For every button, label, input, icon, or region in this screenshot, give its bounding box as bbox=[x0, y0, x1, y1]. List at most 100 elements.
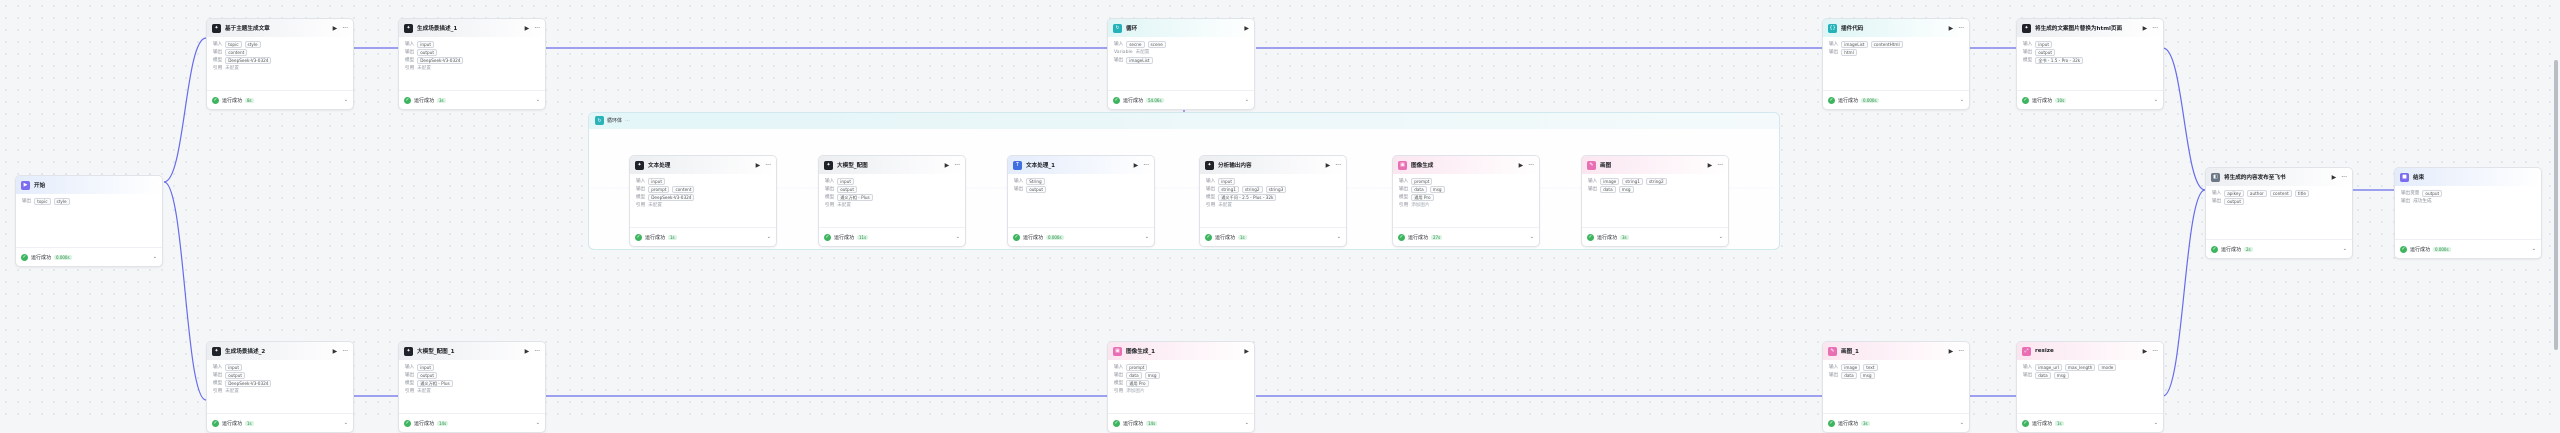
loop-body-title: ↻ 循环体 ··· bbox=[595, 116, 630, 125]
check-icon: ✓ bbox=[1828, 419, 1835, 427]
chevron-down-icon[interactable]: ⌄ bbox=[2531, 246, 2536, 252]
more-icon[interactable]: ··· bbox=[1528, 161, 1534, 169]
more-icon[interactable]: ··· bbox=[1335, 161, 1341, 169]
chevron-down-icon[interactable]: ⌄ bbox=[2153, 97, 2158, 103]
chevron-down-icon[interactable]: ⌄ bbox=[1336, 234, 1341, 240]
more-icon[interactable]: ··· bbox=[1717, 161, 1723, 169]
more-icon[interactable]: ··· bbox=[534, 24, 540, 32]
run-node-icon[interactable]: ▶ bbox=[1244, 24, 1249, 32]
chevron-down-icon[interactable]: ⌄ bbox=[1144, 234, 1149, 240]
chevron-down-icon[interactable]: ⌄ bbox=[535, 420, 540, 426]
more-icon[interactable]: ··· bbox=[1143, 161, 1149, 169]
chevron-down-icon[interactable]: ⌄ bbox=[1718, 234, 1723, 240]
chevron-down-icon[interactable]: ⌄ bbox=[1244, 420, 1249, 426]
more-icon[interactable]: ··· bbox=[342, 347, 348, 355]
vertical-scrollbar[interactable] bbox=[2554, 60, 2558, 350]
draw-icon: ✎ bbox=[1587, 160, 1596, 170]
run-node-icon[interactable]: ▶ bbox=[1948, 24, 1954, 32]
code-icon: {} bbox=[1828, 23, 1837, 33]
more-icon[interactable]: ··· bbox=[2341, 173, 2347, 181]
more-icon[interactable]: ··· bbox=[342, 24, 348, 32]
chevron-down-icon[interactable]: ⌄ bbox=[535, 97, 540, 103]
chevron-down-icon[interactable]: ⌄ bbox=[1959, 420, 1964, 426]
run-node-icon[interactable]: ▶ bbox=[1133, 161, 1139, 169]
llm-icon: ✦ bbox=[824, 160, 833, 170]
run-node-icon[interactable]: ▶ bbox=[2142, 347, 2148, 355]
check-icon: ✓ bbox=[21, 253, 28, 261]
run-node-icon[interactable]: ▶ bbox=[1518, 161, 1524, 169]
run-node-icon[interactable]: ▶ bbox=[524, 24, 530, 32]
check-icon: ✓ bbox=[2022, 96, 2029, 104]
loop-body-header bbox=[589, 113, 1779, 129]
run-node-icon[interactable]: ▶ bbox=[1244, 347, 1249, 355]
run-node-icon[interactable]: ▶ bbox=[755, 161, 761, 169]
more-icon[interactable]: ··· bbox=[954, 161, 960, 169]
chevron-down-icon[interactable]: ⌄ bbox=[955, 234, 960, 240]
more-icon[interactable]: ··· bbox=[2152, 347, 2158, 355]
chevron-down-icon[interactable]: ⌄ bbox=[1244, 97, 1249, 103]
chevron-down-icon[interactable]: ⌄ bbox=[1959, 97, 1964, 103]
chevron-down-icon[interactable]: ⌄ bbox=[2153, 420, 2158, 426]
check-icon: ✓ bbox=[404, 419, 411, 427]
more-icon[interactable]: ··· bbox=[534, 347, 540, 355]
chevron-down-icon[interactable]: ⌄ bbox=[2342, 246, 2347, 252]
loop-body-menu-icon[interactable]: ··· bbox=[625, 117, 630, 124]
run-node-icon[interactable]: ▶ bbox=[524, 347, 530, 355]
more-icon[interactable]: ··· bbox=[2152, 24, 2158, 32]
run-node-icon[interactable]: ▶ bbox=[1948, 347, 1954, 355]
run-node-icon[interactable]: ▶ bbox=[2142, 24, 2148, 32]
run-node-icon[interactable]: ▶ bbox=[332, 24, 338, 32]
run-node-icon[interactable]: ▶ bbox=[2331, 173, 2337, 181]
run-node-icon[interactable]: ▶ bbox=[944, 161, 950, 169]
more-icon[interactable]: ··· bbox=[765, 161, 771, 169]
llm-icon: ✦ bbox=[2022, 23, 2031, 33]
check-icon: ✓ bbox=[1398, 233, 1405, 241]
run-node-icon[interactable]: ▶ bbox=[332, 347, 338, 355]
chevron-down-icon[interactable]: ⌄ bbox=[343, 420, 348, 426]
chevron-down-icon[interactable]: ⌄ bbox=[1529, 234, 1534, 240]
more-icon[interactable]: ··· bbox=[1958, 347, 1964, 355]
run-node-icon[interactable]: ▶ bbox=[1325, 161, 1331, 169]
check-icon: ✓ bbox=[1113, 419, 1120, 427]
run-node-icon[interactable]: ▶ bbox=[1707, 161, 1713, 169]
llm-icon: ✦ bbox=[212, 346, 221, 356]
chevron-down-icon[interactable]: ⌄ bbox=[766, 234, 771, 240]
chevron-down-icon[interactable]: ⌄ bbox=[152, 254, 157, 260]
chevron-down-icon[interactable]: ⌄ bbox=[343, 97, 348, 103]
check-icon: ✓ bbox=[2400, 245, 2407, 253]
more-icon[interactable]: ··· bbox=[1958, 24, 1964, 32]
